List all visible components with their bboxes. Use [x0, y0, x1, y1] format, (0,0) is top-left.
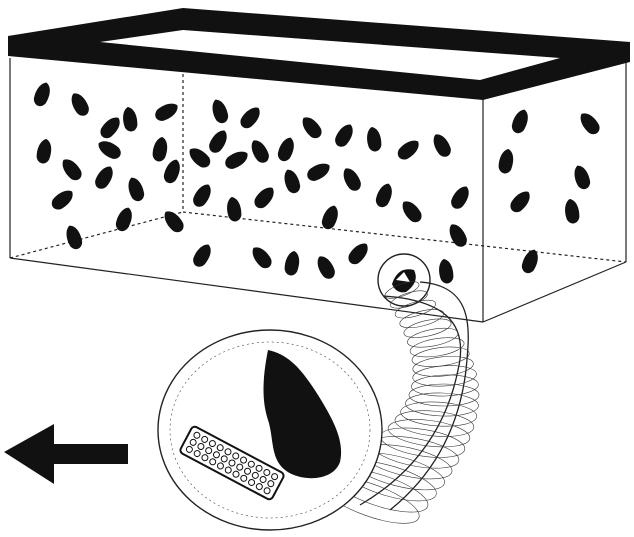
seed-icon: [58, 155, 84, 183]
seed-group: [32, 80, 603, 284]
seed-icon: [283, 250, 301, 277]
mesh-ring: [378, 423, 467, 463]
seed-icon: [160, 207, 186, 235]
seed-icon: [398, 197, 424, 225]
seed-icon: [276, 135, 297, 163]
seed-icon: [445, 221, 469, 249]
seed-icon: [298, 113, 324, 141]
seed-icon: [225, 196, 243, 223]
seed-icon: [162, 157, 183, 185]
seed-icon: [63, 223, 84, 251]
seed-icon: [247, 137, 271, 165]
seed-icon: [507, 187, 533, 215]
seed-icon: [151, 136, 169, 163]
seed-icon: [520, 247, 541, 275]
mesh-ring: [398, 306, 445, 332]
seed-icon: [125, 175, 146, 203]
seed-icon: [374, 181, 395, 209]
seed-icon: [281, 167, 302, 195]
seed-icon: [223, 147, 251, 171]
tank-rim: [8, 8, 630, 100]
left-arrow-icon: [4, 424, 128, 484]
seed-icon: [437, 258, 455, 285]
seed-icon: [497, 148, 515, 175]
seed-icon: [365, 126, 383, 153]
seed-icon: [429, 131, 453, 159]
seed-icon: [576, 109, 602, 137]
seed-icon: [510, 107, 531, 135]
seed-icon: [190, 181, 214, 209]
seed-icon: [32, 80, 53, 108]
seed-icon: [121, 106, 139, 133]
seed-icon: [206, 127, 230, 155]
seed-icon: [35, 138, 53, 165]
seed-icon: [339, 165, 363, 193]
seed-icon: [153, 99, 181, 123]
mesh-ring: [405, 392, 479, 417]
seed-icon: [97, 113, 123, 141]
seed-icon: [92, 163, 116, 191]
seed-icon: [185, 144, 213, 170]
seed-icon: [95, 137, 123, 161]
seed-icon: [190, 241, 214, 269]
seed-icon: [320, 203, 341, 231]
seed-icon: [248, 243, 274, 271]
seed-icon: [448, 183, 472, 211]
seed-icon: [251, 183, 277, 211]
seed-icon: [49, 186, 77, 212]
seed-icon: [563, 198, 581, 225]
seed-icon: [209, 97, 230, 125]
mesh-ring: [394, 407, 475, 439]
seed-icon: [305, 159, 333, 183]
seed-icon: [345, 239, 371, 267]
seed-icon: [237, 103, 263, 131]
seed-icon: [395, 136, 423, 162]
seed-icon: [332, 121, 356, 149]
seed-icon: [571, 163, 592, 191]
seed-icon: [313, 253, 337, 281]
mesh-ring: [411, 374, 479, 397]
seed-icon: [67, 90, 91, 118]
